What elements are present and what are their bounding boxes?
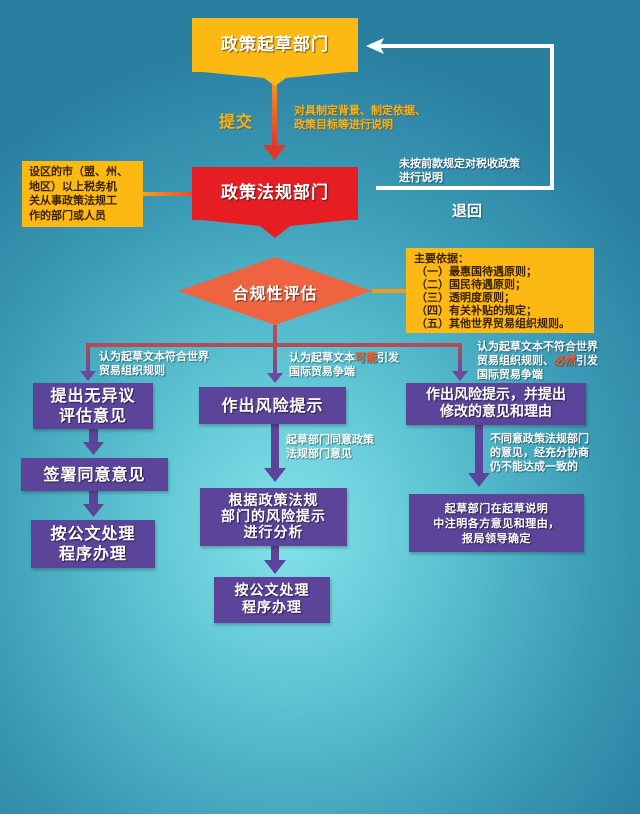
condition-text: 贸易组织规则、 xyxy=(477,354,554,367)
step-line: 程序办理 xyxy=(242,600,302,616)
assessment-diamond xyxy=(178,257,372,325)
assessment-label: 合规性评估 xyxy=(232,284,318,303)
legal-department-box: 政策法规部门 xyxy=(192,167,358,220)
condition-line: 国际贸易争端 xyxy=(477,368,543,381)
step-line: 按公文处理 xyxy=(50,524,136,543)
middle-column-arrows xyxy=(264,424,286,574)
transition-note-line: 法规部门意见 xyxy=(286,447,352,460)
drafting-box-notch xyxy=(192,71,358,86)
submit-note-line: 对具制定背景、制定依据、 xyxy=(294,104,426,117)
submit-label: 提交 xyxy=(219,112,254,131)
step-line: 作出风险提示，并提出 xyxy=(426,387,566,403)
criteria-item: （五）其他世界贸易组织规则。 xyxy=(416,317,570,330)
step-line: 进行分析 xyxy=(243,525,304,541)
criteria-item: （三）透明度原则； xyxy=(416,291,515,304)
step-line: 部门的风险提示 xyxy=(221,509,326,525)
official-document-procedure-box-left: 按公文处理 程序办理 xyxy=(31,520,155,568)
return-label: 退回 xyxy=(452,202,483,220)
step-line: 中注明各方意见和理由， xyxy=(433,516,560,530)
return-note-line: 进行说明 xyxy=(399,171,443,184)
legal-note-line: 设区的市（盟、州、 xyxy=(29,165,128,178)
sign-agreement-box: 签署同意意见 xyxy=(21,458,168,491)
step-line: 作出风险提示 xyxy=(221,396,324,415)
criteria-box: 主要依据： （一）最惠国待遇原则； （二）国民待遇原则； （三）透明度原则； （… xyxy=(406,248,594,333)
middle-transition-note: 起草部门同意政策 法规部门意见 xyxy=(286,433,374,461)
condition-highlight: 必然 xyxy=(554,354,576,367)
transition-note-line: 仍不能达成一致的 xyxy=(490,460,578,473)
step-line: 修改的意见和理由 xyxy=(440,404,552,420)
criteria-title: 主要依据： xyxy=(414,252,469,265)
branch-connectors xyxy=(80,325,468,383)
condition-text: 引发 xyxy=(576,354,598,367)
left-column-arrows xyxy=(83,429,104,517)
return-note: 未按前款规定对税收政策 进行说明 xyxy=(399,157,520,185)
right-column-arrow xyxy=(468,425,490,487)
condition-line: 认为起草文本不符合世界 xyxy=(477,340,598,353)
transition-note-line: 起草部门同意政策 xyxy=(286,433,374,446)
transition-note-line: 不同意政策法规部门 xyxy=(490,432,589,445)
submit-arrow xyxy=(263,72,286,160)
transition-note-line: 的意见，经充分协商 xyxy=(490,446,589,459)
step-line: 提出无异议 xyxy=(50,386,136,405)
right-transition-note: 不同意政策法规部门 的意见，经充分协商 仍不能达成一致的 xyxy=(490,432,589,474)
step-line: 评估意见 xyxy=(58,406,127,425)
risk-analysis-box: 根据政策法规 部门的风险提示 进行分析 xyxy=(200,488,347,546)
legal-department-note: 设区的市（盟、州、 地区）以上税务机 关从事政策法规工 作的部门或人员 xyxy=(22,161,143,227)
branch-condition-compliant: 认为起草文本符合世界 贸易组织规则 xyxy=(99,350,209,378)
legal-box-notch xyxy=(192,219,358,238)
condition-line: 贸易组织规则 xyxy=(99,364,165,377)
legal-department-label: 政策法规部门 xyxy=(221,183,329,203)
leadership-decision-box: 起草部门在起草说明 中注明各方意见和理由， 报局领导确定 xyxy=(409,494,584,552)
risk-warning-with-revision-box: 作出风险提示，并提出 修改的意见和理由 xyxy=(406,383,586,425)
no-objection-opinion-box: 提出无异议 评估意见 xyxy=(33,383,153,429)
condition-line: 认为起草文本符合世界 xyxy=(99,350,209,363)
step-line: 根据政策法规 xyxy=(228,493,319,509)
condition-line: 国际贸易争端 xyxy=(289,365,355,378)
step-line: 报局领导确定 xyxy=(462,531,531,545)
condition-text: 引发 xyxy=(377,351,399,364)
return-arrow xyxy=(366,38,554,190)
legal-note-connector xyxy=(143,192,193,196)
legal-note-line: 作的部门或人员 xyxy=(29,208,106,222)
official-document-procedure-box-middle: 按公文处理 程序办理 xyxy=(214,577,330,623)
step-line: 程序办理 xyxy=(58,544,127,563)
criteria-item: （一）最惠国待遇原则； xyxy=(416,265,537,278)
condition-text: 认为起草文本 xyxy=(289,351,355,364)
criteria-item: （四）有关补贴的规定； xyxy=(416,304,537,317)
step-line: 起草部门在起草说明 xyxy=(444,501,549,515)
drafting-department-box: 政策起草部门 xyxy=(192,18,358,72)
submit-note-line: 政策目标等进行说明 xyxy=(294,118,393,131)
legal-note-line: 关从事政策法规工 xyxy=(29,194,117,207)
drafting-department-label: 政策起草部门 xyxy=(221,34,329,55)
branch-condition-inevitable-dispute: 认为起草文本不符合世界 贸易组织规则、必然引发 国际贸易争端 xyxy=(477,340,598,382)
branch-condition-possible-dispute: 认为起草文本可能引发 国际贸易争端 xyxy=(289,351,399,379)
criteria-item: （二）国民待遇原则； xyxy=(416,278,526,291)
legal-note-line: 地区）以上税务机 xyxy=(29,179,117,193)
step-line: 按公文处理 xyxy=(234,583,310,599)
criteria-connector xyxy=(372,289,408,293)
submit-note: 对具制定背景、制定依据、 政策目标等进行说明 xyxy=(294,104,426,132)
step-line: 签署同意意见 xyxy=(43,465,146,484)
return-note-line: 未按前款规定对税收政策 xyxy=(399,157,520,170)
risk-warning-box: 作出风险提示 xyxy=(199,387,346,424)
condition-highlight: 可能 xyxy=(355,351,377,364)
